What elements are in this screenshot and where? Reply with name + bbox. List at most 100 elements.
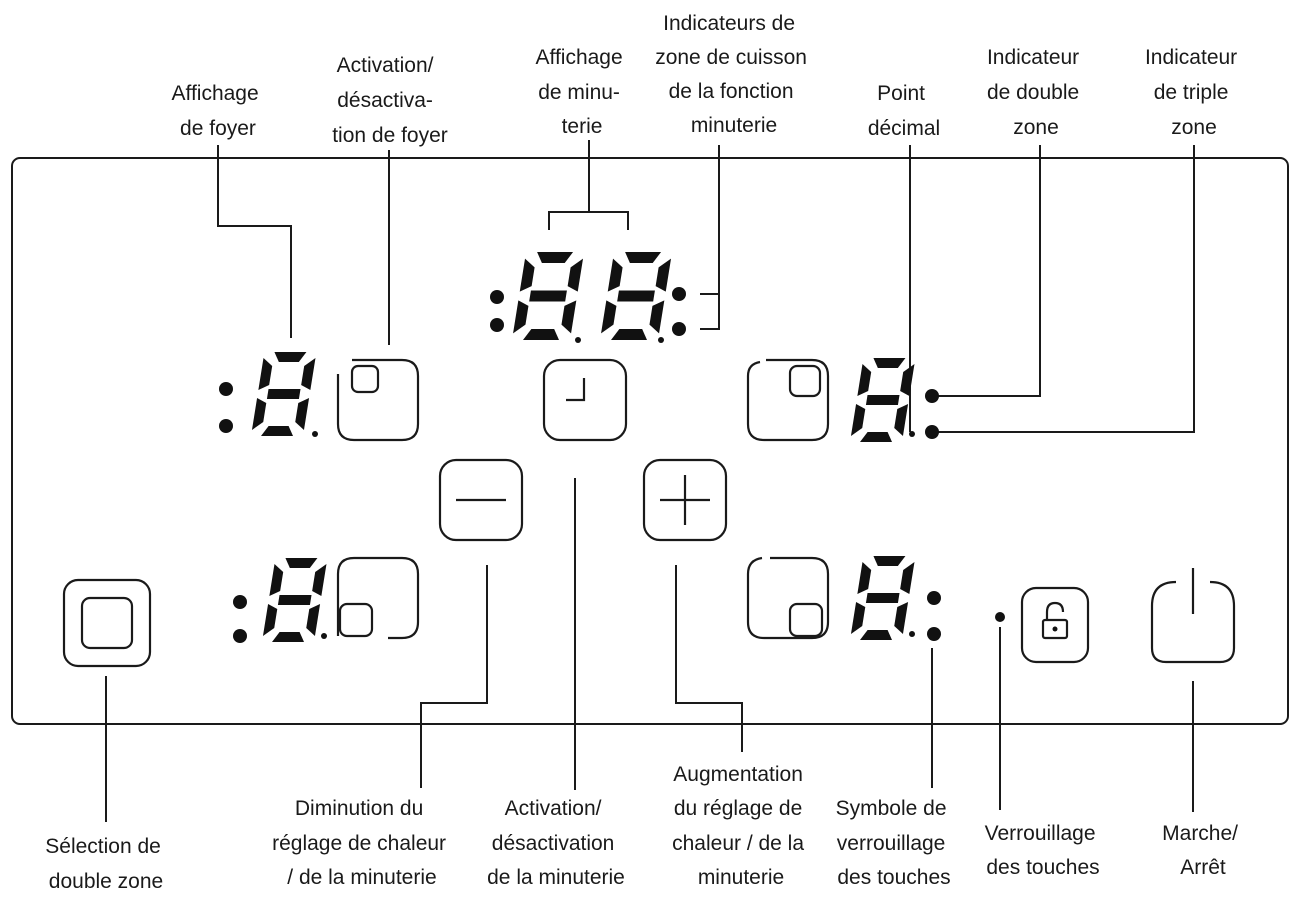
timer-zone-indicator-1 <box>672 287 686 301</box>
zone-front-right-button[interactable] <box>746 358 830 442</box>
heater-fl-digit-seg-4 <box>301 358 316 390</box>
heater-fl-decimal <box>312 431 318 437</box>
zone-small-ring-icon-4 <box>788 602 824 638</box>
heater-fr-digit-seg-0 <box>873 358 906 368</box>
label-affichage-minuterie: Affichage de minu- terie <box>535 46 628 138</box>
heater-fl-colon-top <box>219 382 233 396</box>
heater-rl-digit-seg-1 <box>277 595 312 605</box>
timer-digit-2-seg-5 <box>601 300 617 334</box>
heater-fl-digit-seg-6 <box>295 398 310 430</box>
seven-segment-displays <box>219 252 941 643</box>
heater-fr-digit-seg-2 <box>860 432 892 442</box>
heater-fl-digit-seg-2 <box>261 426 293 436</box>
heater-fr-decimal <box>909 431 915 437</box>
label-indicateurs-zone: Indicateurs de zone de cuisson de la fon… <box>655 12 813 137</box>
label-augmentation: Augmentation du réglage de chaleur / de … <box>672 763 810 889</box>
heater-fl-colon-bottom <box>219 419 233 433</box>
leader-indicateurs-zone <box>700 145 720 295</box>
double-zone-indicator <box>925 389 939 403</box>
zone-small-ring-icon <box>350 364 380 394</box>
heater-fl-digit-seg-3 <box>258 358 273 390</box>
heater-rr-colon-top <box>927 591 941 605</box>
heater-fr-digit-seg-5 <box>850 404 866 436</box>
timer-digit-2-seg-2 <box>611 329 647 340</box>
timer-digit-1-seg-6 <box>561 300 577 334</box>
lock-icon <box>1041 601 1069 640</box>
label-affichage-foyer: Affichage de foyer <box>171 82 264 140</box>
leader-affichage-foyer <box>217 145 292 338</box>
label-diminution: Diminution du réglage de chaleur / de la… <box>272 797 452 889</box>
key-lock-button[interactable] <box>1020 586 1090 664</box>
zone-rear-right-button[interactable] <box>746 556 830 640</box>
heater-fl-digit-seg-5 <box>251 398 267 430</box>
heater-rl-digit-seg-3 <box>269 564 284 596</box>
label-marche-arret: Marche/ Arrêt <box>1162 822 1244 879</box>
leader-indicateur-double <box>938 145 1041 397</box>
heater-fl-digit-seg-1 <box>266 389 301 399</box>
timer-digit-1-seg-3 <box>519 258 535 292</box>
timer-digit-2-seg-6 <box>649 300 665 334</box>
heater-rr-digit-seg-5 <box>850 602 866 634</box>
timer-colon-top <box>490 290 504 304</box>
heater-rr-digit-seg-0 <box>873 556 906 566</box>
label-selection-double: Sélection de double zone <box>45 835 166 893</box>
leader-augmentation <box>675 565 743 752</box>
label-verrouillage: Verrouillage des touches <box>985 822 1102 879</box>
heater-rl-digit-seg-4 <box>312 564 327 596</box>
heater-fr-digit-seg-3 <box>857 364 872 396</box>
heater-rr-decimal <box>909 631 915 637</box>
timer-digit-1-seg-2 <box>523 329 559 340</box>
heater-fr-digit-seg-1 <box>865 395 900 405</box>
timer-digit-1-seg-5 <box>513 300 529 334</box>
timer-digit-1-seg-0 <box>537 252 574 263</box>
leader-diminution <box>420 565 488 788</box>
label-indicateur-triple: Indicateur de triple zone <box>1145 46 1243 139</box>
label-activation-foyer: Activation/ désactiva- tion de foyer <box>332 54 448 147</box>
timer-digit-1-seg-4 <box>567 258 584 292</box>
zone-small-ring-icon-3 <box>788 364 822 398</box>
heater-rl-digit-seg-5 <box>262 604 278 636</box>
key-lock-indicator-dot <box>995 612 1005 622</box>
panel-frame <box>11 157 1289 725</box>
leader-indicateur-triple <box>938 145 1195 433</box>
plus-button[interactable] <box>642 458 728 542</box>
heater-rr-colon-bottom <box>927 627 941 641</box>
zone-rear-left-button[interactable] <box>336 556 420 640</box>
heater-rl-colon-bottom <box>233 629 247 643</box>
heater-fr-digit-seg-4 <box>900 364 915 396</box>
heater-rr-digit-seg-1 <box>865 593 900 603</box>
minus-button[interactable] <box>438 458 524 542</box>
heater-rr-digit-seg-4 <box>900 562 915 594</box>
heater-fr-digit-seg-6 <box>894 404 909 436</box>
heater-rl-digit-seg-2 <box>272 632 304 642</box>
label-indicateur-double: Indicateur de double zone <box>987 46 1085 139</box>
zone-small-ring-icon-2 <box>338 602 374 638</box>
timer-zone-indicator-2 <box>672 322 686 336</box>
zone-front-left-button[interactable] <box>336 358 420 442</box>
timer-decimal-1 <box>575 337 581 343</box>
power-button[interactable] <box>1150 568 1236 664</box>
leader-indicateurs-zone-2 <box>700 294 720 330</box>
timer-icon <box>566 378 586 402</box>
timer-button[interactable] <box>542 358 628 442</box>
dual-zone-icon <box>80 596 134 650</box>
heater-rl-digit-seg-0 <box>285 558 318 568</box>
label-activation-minuterie: Activation/ désactivation de la minuteri… <box>487 797 625 889</box>
timer-colon-bottom <box>490 318 504 332</box>
heater-rl-decimal <box>321 633 327 639</box>
heater-rl-colon-top <box>233 595 247 609</box>
timer-digit-1-seg-1 <box>529 290 567 302</box>
timer-decimal-2 <box>658 337 664 343</box>
bracket-affichage-minuterie <box>548 211 629 230</box>
heater-rl-digit-seg-6 <box>306 604 321 636</box>
heater-rr-digit-seg-2 <box>860 630 892 640</box>
heater-rr-digit-seg-6 <box>894 602 909 634</box>
label-symbole-verrouillage: Symbole de verrouillage des touches <box>836 797 953 889</box>
triple-zone-indicator <box>925 425 939 439</box>
timer-digit-2-seg-4 <box>655 258 672 292</box>
heater-fl-digit-seg-0 <box>274 352 307 362</box>
timer-digit-2-seg-3 <box>607 258 623 292</box>
dual-zone-select-button[interactable] <box>62 578 152 668</box>
